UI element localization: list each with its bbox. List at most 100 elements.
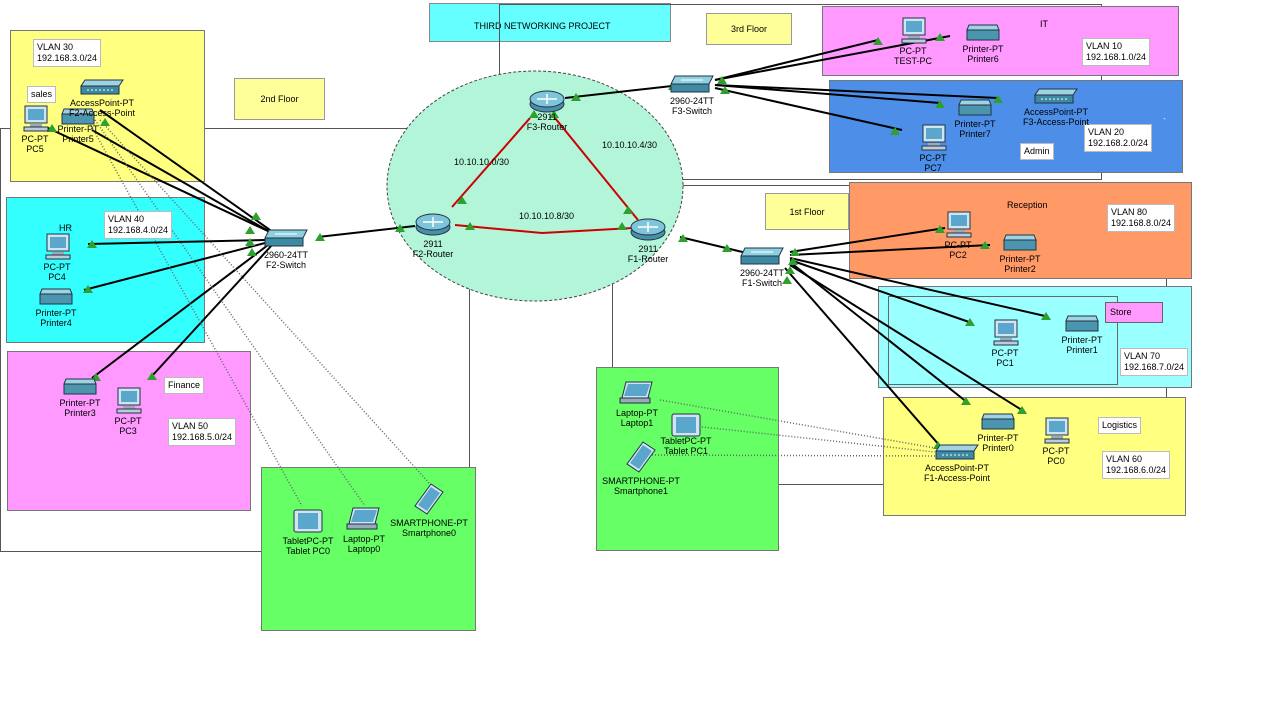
subnet-finance: 192.168.5.0/24 xyxy=(172,432,233,442)
pc4-name: PC4 xyxy=(48,272,66,282)
tablet1-model: TabletPC-PT xyxy=(660,436,712,446)
pc-icon xyxy=(23,105,49,132)
printer7[interactable]: Printer-PT Printer7 xyxy=(947,97,1003,139)
laptop0-model: Laptop-PT xyxy=(342,534,386,544)
pc0[interactable]: PC-PT PC0 xyxy=(1033,416,1079,466)
printer3-model: Printer-PT xyxy=(59,398,101,408)
smartphone0-model: SMARTPHONE-PT xyxy=(390,518,468,528)
laptop-icon xyxy=(619,381,653,404)
wan-label-f2-f1: 10.10.10.8/30 xyxy=(519,211,575,221)
dept-logistics: Logistics xyxy=(1098,417,1142,434)
f3-switch[interactable]: 2960-24TT F3-Switch xyxy=(664,74,720,116)
smartphone1[interactable]: SMARTPHONE-PT Smartphone1 xyxy=(600,440,682,496)
core-network-ellipse xyxy=(386,70,684,302)
vlan-sales: VLAN 30 xyxy=(37,42,74,52)
printer2[interactable]: Printer-PT Printer2 xyxy=(992,232,1048,274)
f1-router-model: 2911 xyxy=(638,244,658,254)
pc-icon xyxy=(1044,417,1070,444)
pc1[interactable]: PC-PT PC1 xyxy=(982,318,1028,368)
printer4-model: Printer-PT xyxy=(35,308,77,318)
dept-store: Store xyxy=(1105,302,1163,323)
printer4-name: Printer4 xyxy=(40,318,72,328)
f2-access-point[interactable]: AccessPoint-PT F2-Access-Point xyxy=(52,78,152,118)
f3-router[interactable]: 2911 F3-Router xyxy=(522,88,572,132)
pc3[interactable]: PC-PT PC3 xyxy=(105,386,151,436)
printer3-name: Printer3 xyxy=(64,408,96,418)
f3-access-point[interactable]: AccessPoint-PT F3-Access-Point xyxy=(1004,87,1108,127)
test-pc[interactable]: PC-PT TEST-PC xyxy=(890,16,936,66)
vlan-note-it: VLAN 10 192.168.1.0/24 xyxy=(1082,38,1151,66)
subnet-reception: 192.168.8.0/24 xyxy=(1111,218,1172,228)
printer7-name: Printer7 xyxy=(959,129,991,139)
switch-icon xyxy=(264,229,308,247)
f2-router-model: 2911 xyxy=(423,239,443,249)
f3-ap-model: AccessPoint-PT xyxy=(1023,107,1089,117)
f3-ap-name: F3-Access-Point xyxy=(1022,117,1090,127)
f2-router[interactable]: 2911 F2-Router xyxy=(408,211,458,259)
laptop0[interactable]: Laptop-PT Laptop0 xyxy=(338,506,390,554)
printer4[interactable]: Printer-PT Printer4 xyxy=(28,286,84,328)
printer-icon xyxy=(1065,315,1099,332)
switch-icon xyxy=(740,247,784,265)
printer-icon xyxy=(981,413,1015,430)
tablet1-name: Tablet PC1 xyxy=(663,446,709,456)
pc1-model: PC-PT xyxy=(991,348,1019,358)
pc3-model: PC-PT xyxy=(114,416,142,426)
pc5[interactable]: PC-PT PC5 xyxy=(12,104,58,154)
vlan-it: VLAN 10 xyxy=(1086,41,1123,51)
tablet-pc1[interactable]: TabletPC-PT Tablet PC1 xyxy=(658,412,714,456)
printer6-name: Printer6 xyxy=(967,54,999,64)
f1-switch-model: 2960-24TT xyxy=(739,268,785,278)
f2-switch[interactable]: 2960-24TT F2-Switch xyxy=(258,228,314,270)
pc0-name: PC0 xyxy=(1047,456,1065,466)
vlan-reception: VLAN 80 xyxy=(1111,207,1148,217)
f1-router[interactable]: 2911 F1-Router xyxy=(623,216,673,264)
printer-icon xyxy=(61,108,95,125)
f2-router-name: F2-Router xyxy=(412,249,454,259)
smartphone0[interactable]: SMARTPHONE-PT Smartphone0 xyxy=(388,482,470,538)
printer1-model: Printer-PT xyxy=(1061,335,1103,345)
printer1-name: Printer1 xyxy=(1066,345,1098,355)
tablet-icon xyxy=(293,509,323,533)
printer5-model: Printer-PT xyxy=(57,124,99,134)
vlan-note-store: VLAN 70 192.168.7.0/24 xyxy=(1120,348,1189,376)
f1-switch[interactable]: 2960-24TT F1-Switch xyxy=(734,246,790,288)
wan-label-f3-f2: 10.10.10.0/30 xyxy=(454,157,510,167)
pc-icon xyxy=(946,211,972,238)
smartphone1-model: SMARTPHONE-PT xyxy=(602,476,680,486)
laptop1-name: Laptop1 xyxy=(620,418,654,428)
vlan-finance: VLAN 50 xyxy=(172,421,209,431)
f1-access-point[interactable]: AccessPoint-PT F1-Access-Point xyxy=(910,443,1004,483)
vlan-hr: VLAN 40 xyxy=(108,214,145,224)
printer0-model: Printer-PT xyxy=(977,433,1019,443)
vlan-admin: VLAN 20 xyxy=(1088,127,1125,137)
pc-icon xyxy=(116,387,142,414)
dept-sales: sales xyxy=(27,86,57,103)
smartphone-icon xyxy=(414,483,444,515)
printer3[interactable]: Printer-PT Printer3 xyxy=(52,376,108,418)
vlan-note-hr: VLAN 40 192.168.4.0/24 xyxy=(104,211,173,239)
laptop1-model: Laptop-PT xyxy=(615,408,659,418)
pc4[interactable]: PC-PT PC4 xyxy=(34,232,80,282)
f1-router-name: F1-Router xyxy=(627,254,669,264)
pc2[interactable]: PC-PT PC2 xyxy=(935,210,981,260)
printer-icon xyxy=(1003,234,1037,251)
laptop1[interactable]: Laptop-PT Laptop1 xyxy=(610,380,664,428)
title-banner: THIRD NETWORKING PROJECT xyxy=(429,3,671,42)
floor1-label: 1st Floor xyxy=(765,193,849,230)
pc3-name: PC3 xyxy=(119,426,137,436)
pc0-model: PC-PT xyxy=(1042,446,1070,456)
access-point-icon xyxy=(80,79,124,95)
pc7[interactable]: PC-PT PC7 xyxy=(910,123,956,173)
tablet-pc0[interactable]: TabletPC-PT Tablet PC0 xyxy=(280,508,336,556)
printer1[interactable]: Printer-PT Printer1 xyxy=(1054,313,1110,355)
printer0[interactable]: Printer-PT Printer0 xyxy=(970,411,1026,453)
printer5[interactable]: Printer-PT Printer5 xyxy=(50,106,106,144)
f1-ap-model: AccessPoint-PT xyxy=(924,463,990,473)
vlan-note-finance: VLAN 50 192.168.5.0/24 xyxy=(168,418,237,446)
vlan-note-admin: VLAN 20 192.168.2.0/24 xyxy=(1084,124,1153,152)
printer6[interactable]: Printer-PT Printer6 xyxy=(955,22,1011,64)
subnet-admin: 192.168.2.0/24 xyxy=(1088,138,1149,148)
subnet-logistics: 192.168.6.0/24 xyxy=(1106,465,1167,475)
